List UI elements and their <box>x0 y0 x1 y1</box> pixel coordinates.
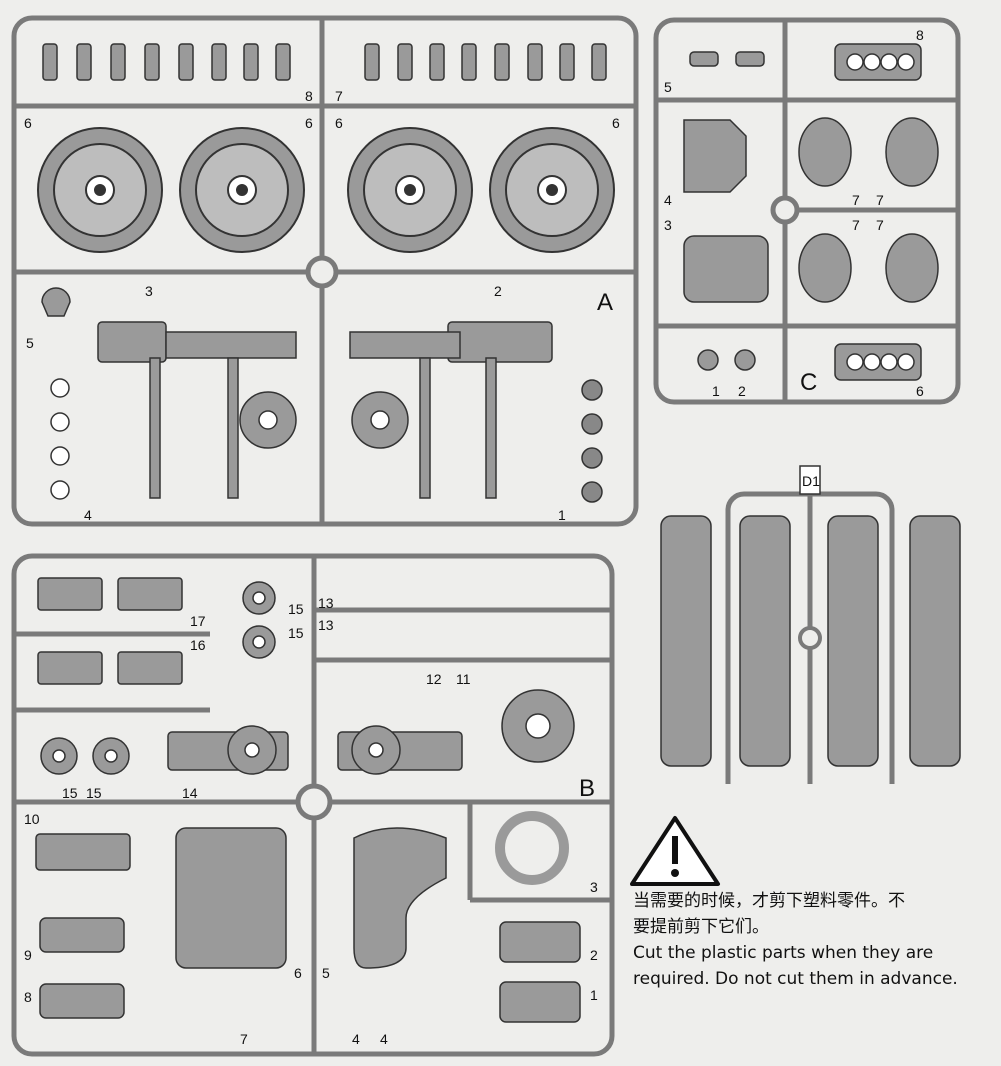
part-number: 11 <box>456 671 471 687</box>
part-number: 4 <box>84 507 92 523</box>
warning-text-en-2: required. Do not cut them in advance. <box>633 969 958 989</box>
sprue-c-parts <box>683 43 939 381</box>
part-number: 15 <box>288 601 304 617</box>
sprue-a <box>11 15 639 527</box>
part-number: 7 <box>852 217 860 233</box>
part-number: 1 <box>558 507 566 523</box>
part-number: 10 <box>24 811 40 827</box>
track-links <box>660 515 961 767</box>
part-number: 7 <box>876 217 884 233</box>
part-number: 15 <box>86 785 102 801</box>
sprue-label: D1 <box>802 473 820 489</box>
sprue-d: D1 <box>660 465 961 784</box>
sprue-a-washers <box>41 287 603 503</box>
part-number: 4 <box>380 1031 388 1047</box>
part-number: 16 <box>190 637 206 653</box>
sprue-a-wheels <box>37 127 615 253</box>
part-number: 3 <box>664 217 672 233</box>
part-number: 15 <box>62 785 78 801</box>
part-number: 5 <box>322 965 330 981</box>
part-number: 2 <box>738 383 746 399</box>
part-number: 3 <box>145 283 153 299</box>
warning-triangle-icon <box>630 816 720 886</box>
part-number: 13 <box>318 617 334 633</box>
sprue-b-labels: 1 2 3 4 4 5 6 7 8 9 10 11 12 13 13 14 15… <box>24 595 598 1047</box>
wheel-4 <box>489 127 615 253</box>
part-number: 17 <box>190 613 206 629</box>
sprue-letter: A <box>597 289 613 316</box>
warning-text-en-1: Cut the plastic parts when they are <box>633 943 934 963</box>
part-number: 7 <box>876 192 884 208</box>
part-number: 2 <box>494 283 502 299</box>
part-number: 4 <box>352 1031 360 1047</box>
part-number: 7 <box>335 88 343 104</box>
part-number: 7 <box>240 1031 248 1047</box>
part-number: 6 <box>612 115 620 131</box>
wheel-3 <box>347 127 473 253</box>
part-number: 8 <box>916 27 924 43</box>
part-number: 6 <box>305 115 313 131</box>
sprue-a-labels: 8 7 6 6 6 6 3 2 5 4 1 A <box>24 88 620 523</box>
sprue-c-labels: 1 2 3 4 5 6 7 7 7 7 8 C <box>664 27 924 399</box>
wheel-1 <box>37 127 163 253</box>
part-number: 15 <box>288 625 304 641</box>
part-number: 6 <box>294 965 302 981</box>
part-number: 14 <box>182 785 198 801</box>
sprue-letter: C <box>800 369 817 396</box>
part-number: 7 <box>852 192 860 208</box>
part-number: 6 <box>335 115 343 131</box>
part-number: 13 <box>318 595 334 611</box>
part-number: 8 <box>305 88 313 104</box>
warning-text-cn-2: 要提前剪下它们。 <box>633 917 769 937</box>
warning-text-cn-1: 当需要的时候，才剪下塑料零件。不 <box>633 891 905 911</box>
part-number: 1 <box>590 987 598 1003</box>
part-number: 6 <box>24 115 32 131</box>
sprue-b-frame <box>11 553 615 1057</box>
sprue-a-suspension <box>97 321 553 499</box>
part-number: 6 <box>916 383 924 399</box>
sprue-letter: B <box>579 775 595 802</box>
part-number: 8 <box>24 989 32 1005</box>
part-number: 5 <box>26 335 34 351</box>
warning-notice: 当需要的时候，才剪下塑料零件。不 要提前剪下它们。 Cut the plasti… <box>633 810 978 992</box>
sprue-c <box>653 17 961 405</box>
part-number: 1 <box>712 383 720 399</box>
sprue-b-parts <box>35 577 581 1023</box>
part-number: 4 <box>664 192 672 208</box>
part-number: 5 <box>664 79 672 95</box>
part-number: 12 <box>426 671 442 687</box>
part-number: 2 <box>590 947 598 963</box>
part-number: 9 <box>24 947 32 963</box>
wheel-2 <box>179 127 305 253</box>
sprue-b <box>11 553 615 1057</box>
part-number: 3 <box>590 879 598 895</box>
sprue-a-small-parts <box>42 43 607 81</box>
